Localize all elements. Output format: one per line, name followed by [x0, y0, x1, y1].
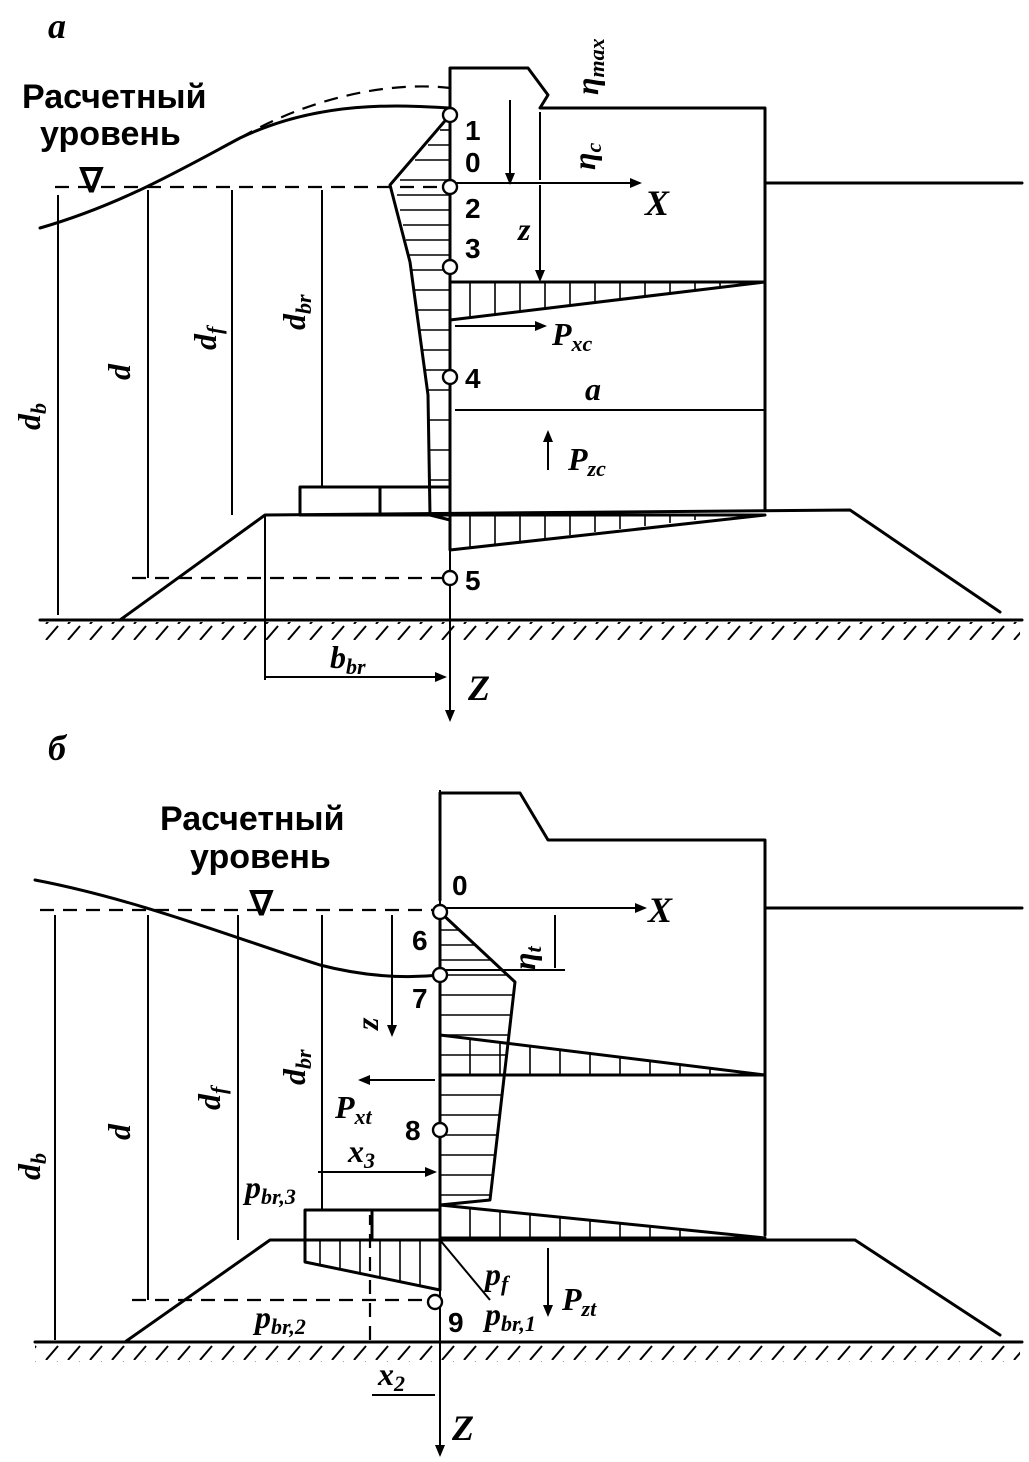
panel-a-pzc-label: Pzc — [567, 441, 606, 481]
panel-b-point-9 — [426, 1293, 444, 1311]
panel-b-pressure-epure — [438, 910, 517, 1207]
panel-b-pf-label: pf — [482, 1256, 511, 1296]
panel-b-point-label-9: 9 — [448, 1307, 464, 1338]
panel-b-pbr1-label: pbr,1 — [482, 1296, 536, 1336]
panel-a-z-label: Z — [467, 668, 490, 708]
panel-a-point-3 — [441, 258, 459, 276]
panel-b-etat-label: ηt — [506, 945, 546, 970]
panel-b-seabed-hatch — [35, 1344, 1020, 1362]
panel-a-epure-hatch — [397, 129, 450, 481]
panel-a-df-label: df — [187, 324, 227, 350]
panel-a-level-label-1: Расчетный — [22, 78, 207, 116]
panel-b-point-label-8: 8 — [405, 1115, 421, 1146]
panel-b-letter: б — [48, 728, 68, 768]
panel-b-dbr-label: dbr — [276, 1049, 316, 1085]
panel-a-point-label-1: 1 — [465, 115, 481, 146]
panel-a-bbr-label: bbr — [330, 639, 366, 679]
panel-b-pzt-hatch — [469, 1208, 681, 1238]
panel-a-base-block — [298, 485, 452, 517]
panel-b-wave-profile — [33, 878, 442, 979]
panel-a-pressure-epure — [388, 113, 452, 522]
panel-a-point-label-3: 3 — [465, 233, 481, 264]
panel-a-pxc-hatch — [469, 282, 721, 317]
panel-a-a-label: a — [585, 371, 601, 407]
panel-a-letter: а — [48, 6, 66, 46]
panel-b-water-symbol: ∇ — [249, 885, 274, 923]
panel-b-wall — [438, 791, 767, 1237]
panel-a-etamax-label: ηmax — [569, 38, 609, 95]
panel-b-point-label-0: 0 — [452, 870, 468, 901]
panel-b-pzt-label: Pzt — [561, 1281, 597, 1321]
panel-b-x-label: X — [647, 890, 673, 930]
panel-a-pxc-label: Pxc — [551, 316, 593, 356]
panel-b-pxt-label: Pxt — [334, 1089, 373, 1129]
panel-a-point-2 — [441, 178, 459, 196]
panel-a-point-label-5: 5 — [465, 565, 481, 596]
panel-a-wall — [448, 66, 767, 512]
panel-a-point-label-2: 2 — [465, 193, 481, 224]
panel-b-point-label-7: 7 — [412, 983, 428, 1014]
panel-b-berm — [123, 1238, 1002, 1344]
panel-b-level-label-2: уровень — [190, 838, 331, 876]
panel-b-d-label: d — [101, 1123, 137, 1140]
panel-b-pxt-hatch — [469, 1039, 711, 1075]
panel-b-df-label: df — [191, 1084, 231, 1110]
panel-b-point-8 — [431, 1121, 449, 1139]
panel-a-etac-label: ηc — [566, 142, 606, 170]
panel-b-pzt-wedge — [438, 1203, 767, 1240]
panel-b-point-7 — [431, 966, 449, 984]
panel-b-x2-label: x2 — [377, 1356, 405, 1396]
panel-a-d-label: d — [101, 363, 137, 380]
panel-b-level-label-1: Расчетный — [160, 800, 345, 838]
panel-a: а ∇ — [11, 6, 1024, 722]
panel-a-point-5 — [441, 569, 459, 587]
panel-a-level-label-2: уровень — [40, 115, 181, 153]
panel-b-point-6 — [431, 903, 449, 921]
panel-a-wave-crest — [239, 85, 451, 139]
panel-b-uplift-hatch — [319, 1240, 421, 1285]
panel-b-pbr2-label: pbr,2 — [252, 1299, 306, 1339]
panel-b-point-label-6: 6 — [412, 925, 428, 956]
panel-a-point-1 — [441, 106, 459, 124]
panel-b: б ∇ — [11, 728, 1024, 1457]
panel-a-pzc-wedge — [448, 513, 767, 552]
panel-a-point-label-4: 4 — [465, 363, 481, 394]
panel-a-db-label: db — [11, 403, 51, 430]
panel-a-berm — [118, 508, 1002, 622]
panel-a-point-4 — [441, 368, 459, 386]
panel-b-db-label: db — [11, 1153, 51, 1180]
panel-a-seabed-hatch — [40, 622, 1020, 640]
panel-a-water-symbol: ∇ — [79, 162, 104, 200]
panel-b-z-label: Z — [451, 1408, 474, 1448]
panel-a-z-text: z — [517, 211, 531, 247]
panel-b-pbr1-line — [439, 1239, 491, 1301]
panel-a-x-label: X — [644, 183, 670, 223]
panel-b-epure-hatch — [440, 929, 513, 1196]
panel-a-pxc-wedge — [448, 280, 767, 322]
panel-b-x3-label: x3 — [347, 1133, 375, 1173]
panel-a-dbr-label: dbr — [276, 294, 316, 330]
panel-b-z-text: z — [349, 1017, 385, 1031]
panel-a-point-label-0: 0 — [465, 147, 481, 178]
panel-a-pzc-hatch — [469, 515, 696, 547]
panel-b-pbr3-label: pbr,3 — [242, 1169, 296, 1209]
